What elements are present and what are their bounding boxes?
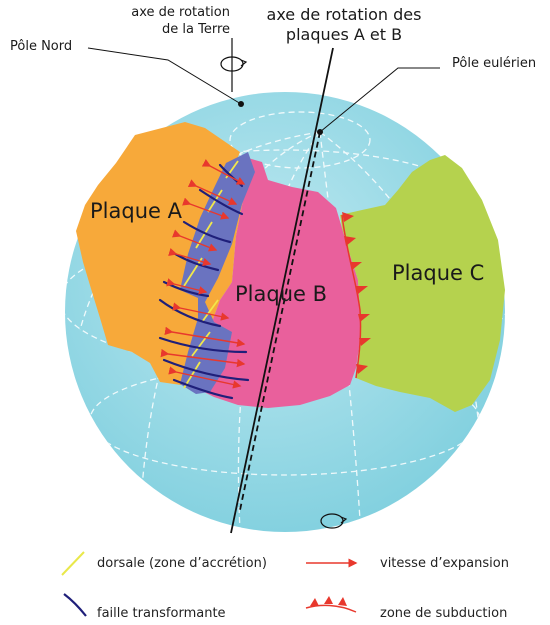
rotation-arrow-icon (220, 56, 348, 529)
legend-transform-symbol (63, 593, 87, 617)
euler-pole-label: Pôle eulérien (452, 56, 536, 71)
plates-rotation-axis (230, 47, 334, 534)
plates-rotation-axis-inner (239, 131, 321, 511)
spreading-arrows (160, 159, 246, 389)
earth-axis-label-line1: axe de rotation (131, 5, 230, 20)
legend-subduction-symbol (305, 596, 357, 613)
legend-transform-label: faille transformante (97, 606, 226, 621)
earth-axis-label-line2: de la Terre (162, 22, 230, 37)
plate-c (340, 155, 505, 412)
plate-b-label: Plaque B (235, 282, 327, 306)
subduction-zone (341, 212, 371, 379)
legend-spreading-label: vitesse d’expansion (380, 556, 509, 571)
legend: dorsale (zone d’accrétion) vitesse d’exp… (61, 551, 509, 621)
legend-ridge-symbol (61, 551, 85, 576)
north-pole-label: Pôle Nord (10, 39, 72, 54)
north-pole-leader (87, 47, 242, 105)
euler-pole-leader (319, 67, 440, 133)
plate-a-label: Plaque A (90, 199, 183, 223)
legend-ridge-label: dorsale (zone d’accrétion) (97, 556, 267, 571)
legend-subduction-label: zone de subduction (380, 606, 507, 621)
plate-c-label: Plaque C (392, 261, 484, 285)
plates-axis-label-line1: axe de rotation des (267, 5, 422, 24)
plates-axis-label-line2: plaques A et B (286, 25, 402, 44)
